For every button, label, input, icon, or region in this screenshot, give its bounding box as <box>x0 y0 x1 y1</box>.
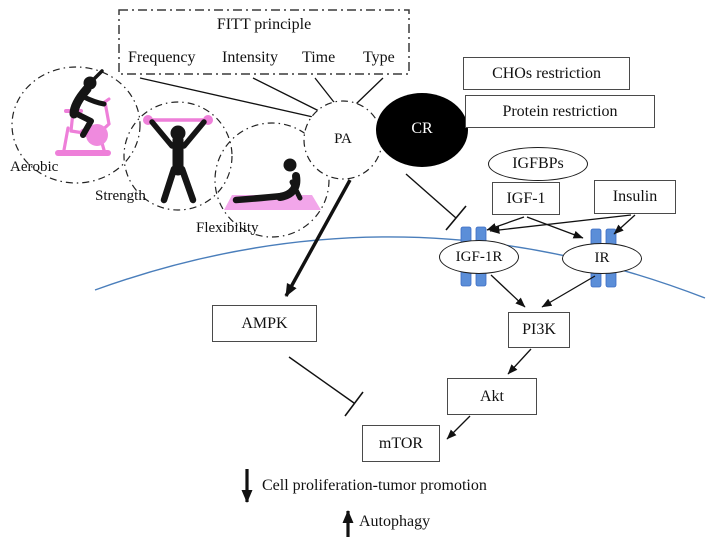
chos-restriction-box: CHOs restriction <box>463 57 630 90</box>
fitt-box-outline <box>118 9 410 75</box>
fitt-item-intensity: Intensity <box>222 49 278 66</box>
hormone-arrows <box>486 214 636 239</box>
pa-to-ampk-arrow <box>284 179 352 297</box>
pi3k-to-akt-arrow <box>507 348 532 375</box>
strength-label: Strength <box>95 188 146 204</box>
autophagy-text: Autophagy <box>359 513 431 530</box>
fitt-title: FITT principle <box>216 16 312 33</box>
flexibility-circle <box>214 122 330 238</box>
aerobic-label: Aerobic <box>10 159 59 175</box>
insulin-box: Insulin <box>594 180 676 214</box>
activity-circles <box>11 66 330 238</box>
fitt-item-time: Time <box>302 49 336 66</box>
igf1r-ellipse: IGF-1R <box>439 240 519 274</box>
cell-proliferation-text: Cell proliferation-tumor promotion <box>262 477 487 494</box>
igf1-box: IGF-1 <box>492 182 560 215</box>
cr-inhibition-line <box>405 173 467 231</box>
ampk-inhibition-line <box>288 356 364 417</box>
akt-box: Akt <box>447 378 537 415</box>
cr-ellipse <box>376 93 468 167</box>
akt-to-mtor-arrow <box>446 415 471 440</box>
igfbps-ellipse: IGFBPs <box>488 147 588 181</box>
cyclist-icon <box>55 69 111 156</box>
pa-label: PA <box>334 131 352 147</box>
receptor-to-pi3k-arrows <box>490 274 596 308</box>
cr-label: CR <box>411 120 433 137</box>
ir-ellipse: IR <box>562 243 642 274</box>
ampk-box: AMPK <box>212 305 317 342</box>
fitt-item-frequency: Frequency <box>128 49 196 66</box>
weightlifter-icon <box>143 115 213 204</box>
aerobic-circle <box>11 66 141 184</box>
flexibility-label: Flexibility <box>196 220 259 236</box>
strength-circle <box>123 101 233 211</box>
fitt-item-type: Type <box>363 49 395 66</box>
mtor-box: mTOR <box>362 425 440 462</box>
pi3k-box: PI3K <box>508 312 570 348</box>
fitt-to-pa-lines <box>139 77 384 118</box>
protein-restriction-box: Protein restriction <box>465 95 655 128</box>
yoga-cobra-icon <box>224 158 321 210</box>
